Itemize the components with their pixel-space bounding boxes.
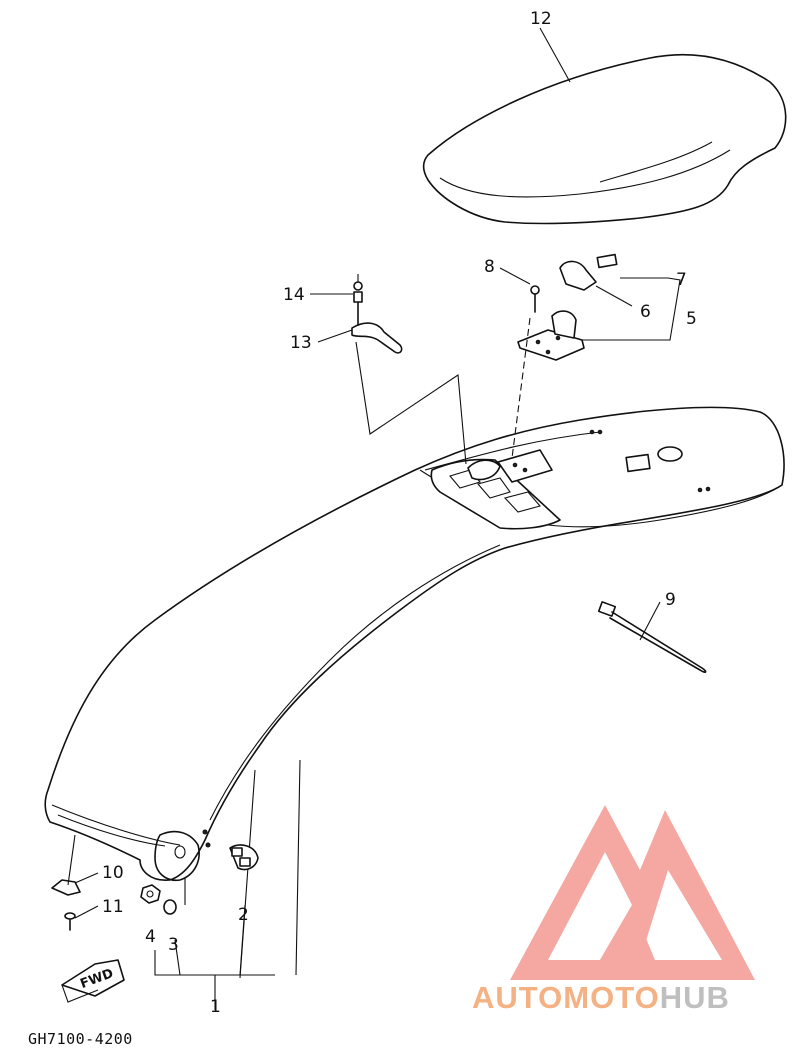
callout-3: 3 [168, 935, 179, 955]
seat-part [422, 53, 787, 225]
callout-labels: 12 14 13 8 7 6 5 9 10 11 2 3 4 1 [102, 9, 697, 1017]
callout-12: 12 [530, 9, 552, 29]
callout-5: 5 [686, 309, 697, 329]
seat-lock-hinge [511, 253, 618, 459]
fender-part [44, 406, 785, 979]
callout-11: 11 [102, 897, 124, 917]
callout-4: 4 [145, 927, 156, 947]
watermark-part2: HUB [659, 980, 730, 1015]
leader-lines [74, 27, 681, 1010]
callout-14: 14 [283, 285, 305, 305]
callout-9: 9 [665, 590, 676, 610]
cable-tie [597, 601, 707, 673]
callout-7: 7 [676, 270, 687, 290]
seat-stopper-bracket [351, 274, 467, 465]
callout-10: 10 [102, 863, 124, 883]
watermark-text: AUTOMOTOHUB [472, 980, 730, 1016]
callout-8: 8 [484, 257, 495, 277]
callout-6: 6 [640, 302, 651, 322]
callout-1: 1 [210, 997, 221, 1017]
diagram-code: GH7100-4200 [28, 1030, 133, 1048]
watermark-logo-icon [510, 805, 755, 980]
watermark-part1: AUTOMOTO [472, 980, 660, 1015]
fasteners [51, 834, 259, 931]
callout-2: 2 [238, 905, 249, 925]
fwd-arrow-icon: FWD [61, 959, 125, 1003]
callout-13: 13 [290, 333, 312, 353]
